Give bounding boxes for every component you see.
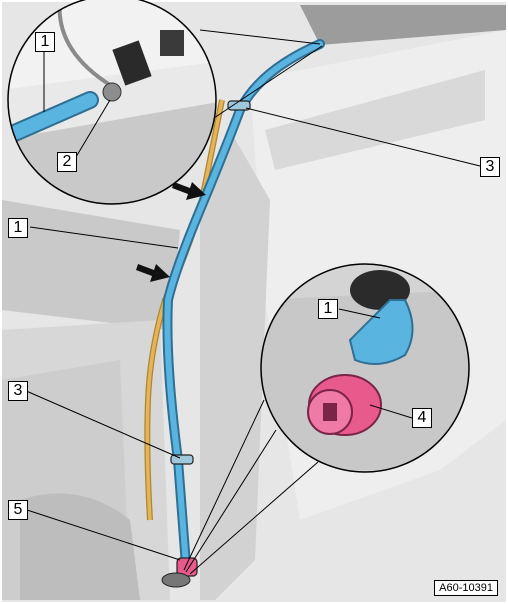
floor-shadow xyxy=(20,493,140,600)
inset-top-bracket xyxy=(112,40,152,86)
arrow-upper xyxy=(172,182,206,200)
inset-bottom-valve-slot xyxy=(323,403,337,421)
leader-drain-end xyxy=(23,508,181,561)
inset-bottom-line-a xyxy=(185,429,277,573)
inset-top-connector xyxy=(160,30,184,56)
arrow-lower xyxy=(136,264,170,282)
inset-bottom-line-b xyxy=(189,461,319,575)
leader-hose-main xyxy=(29,226,179,249)
inset-bottom-border xyxy=(260,263,470,473)
inset-top-hose xyxy=(8,93,97,142)
figure-reference: A60-10391 xyxy=(434,580,498,596)
callout-inset-top-ball: 2 xyxy=(57,152,77,172)
leader-inset-bottom-hose xyxy=(338,308,381,319)
inset-top-border xyxy=(7,0,217,205)
callout-clip-upper: 3 xyxy=(480,157,500,177)
inset-top-ball-stud xyxy=(102,82,122,102)
callout-inset-top-hose: 1 xyxy=(35,32,55,52)
inset-top-line-a xyxy=(199,29,321,45)
rear-panel-shadow xyxy=(2,200,180,330)
leader-inset-bottom-valve xyxy=(369,404,413,419)
leader-clip-lower xyxy=(23,389,181,459)
callout-hose-main: 1 xyxy=(8,218,28,238)
leader-clip-upper xyxy=(245,107,481,167)
callout-drain-end: 5 xyxy=(8,500,28,520)
roof-edge xyxy=(300,5,506,45)
pillar xyxy=(200,130,270,600)
leader-inset-top-ball xyxy=(72,99,111,163)
inset-top-line-b xyxy=(213,45,323,119)
hose-clip-lower xyxy=(170,454,194,465)
callout-inset-bottom-hose: 1 xyxy=(318,299,338,319)
inset-bottom-line-c xyxy=(183,399,265,571)
callout-clip-lower: 3 xyxy=(8,381,28,401)
callout-inset-bottom-valve: 4 xyxy=(412,408,432,428)
body-opening xyxy=(161,572,191,588)
inset-top-panel xyxy=(8,0,216,90)
roof-rail xyxy=(265,70,485,170)
